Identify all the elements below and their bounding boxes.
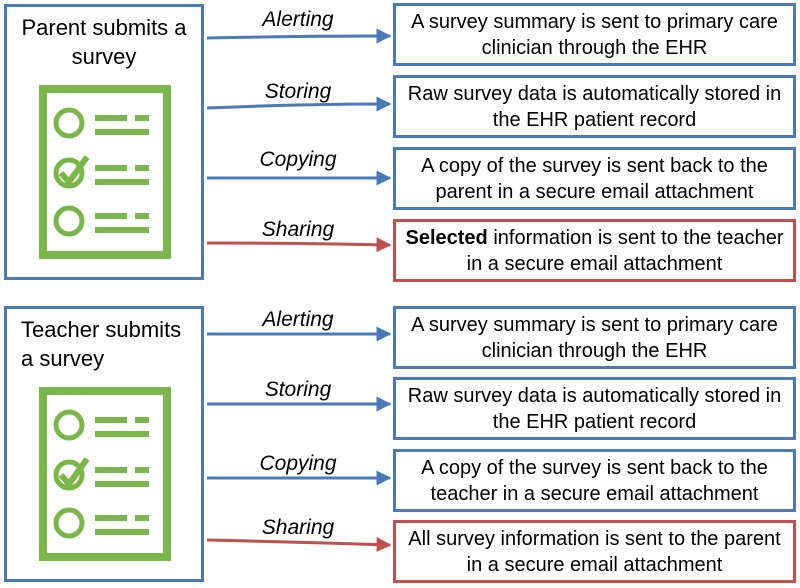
parent-copying-label: Copying <box>259 148 337 171</box>
survey-checklist-icon <box>39 85 171 259</box>
parent-sharing-bold: Selected <box>405 226 488 249</box>
parent-alerting-box: A survey summary is sent to primary care… <box>393 3 796 66</box>
arrow-parent-sharing <box>206 237 392 253</box>
parent-copying-box: A copy of the survey is sent back to the… <box>393 147 796 210</box>
teacher-alerting-label: Alerting <box>262 308 334 331</box>
arrow-parent-storing <box>206 96 392 112</box>
teacher-alerting-box: A survey summary is sent to primary care… <box>393 306 796 369</box>
parent-sharing-label: Sharing <box>261 218 335 241</box>
parent-sharing-rest: information is sent to the teacher in a … <box>466 226 784 275</box>
parent-alerting-label: Alerting <box>262 8 334 31</box>
parent-source-box: Parent submits a survey <box>4 4 204 280</box>
parent-sharing-box: Selected information is sent to the teac… <box>393 219 796 282</box>
teacher-sharing-text: All survey information is sent to the pa… <box>408 527 781 576</box>
arrow-parent-alerting <box>206 28 392 44</box>
parent-storing-label: Storing <box>264 80 332 103</box>
teacher-storing-text: Raw survey data is automatically stored … <box>407 384 782 433</box>
teacher-sharing-label: Sharing <box>261 516 335 539</box>
teacher-source-title: Teacher submits a survey <box>21 317 182 371</box>
parent-copying-text: A copy of the survey is sent back to the… <box>421 154 768 203</box>
teacher-alerting-text: A survey summary is sent to primary care… <box>411 313 778 362</box>
parent-source-title: Parent submits a survey <box>21 15 187 69</box>
teacher-sharing-box: All survey information is sent to the pa… <box>393 520 796 583</box>
parent-alerting-text: A survey summary is sent to primary care… <box>411 10 778 59</box>
teacher-copying-label: Copying <box>259 452 337 475</box>
teacher-storing-label: Storing <box>264 378 332 401</box>
teacher-storing-box: Raw survey data is automatically stored … <box>393 377 796 440</box>
teacher-copying-text: A copy of the survey is sent back to the… <box>421 456 768 505</box>
teacher-source-box: Teacher submits a survey <box>4 306 204 582</box>
survey-checklist-icon <box>39 387 171 561</box>
arrow-teacher-sharing <box>206 537 392 553</box>
parent-storing-text: Raw survey data is automatically stored … <box>407 82 782 131</box>
teacher-copying-box: A copy of the survey is sent back to the… <box>393 449 796 512</box>
parent-sharing-text: Selected information is sent to the teac… <box>402 225 787 277</box>
parent-storing-box: Raw survey data is automatically stored … <box>393 75 796 138</box>
